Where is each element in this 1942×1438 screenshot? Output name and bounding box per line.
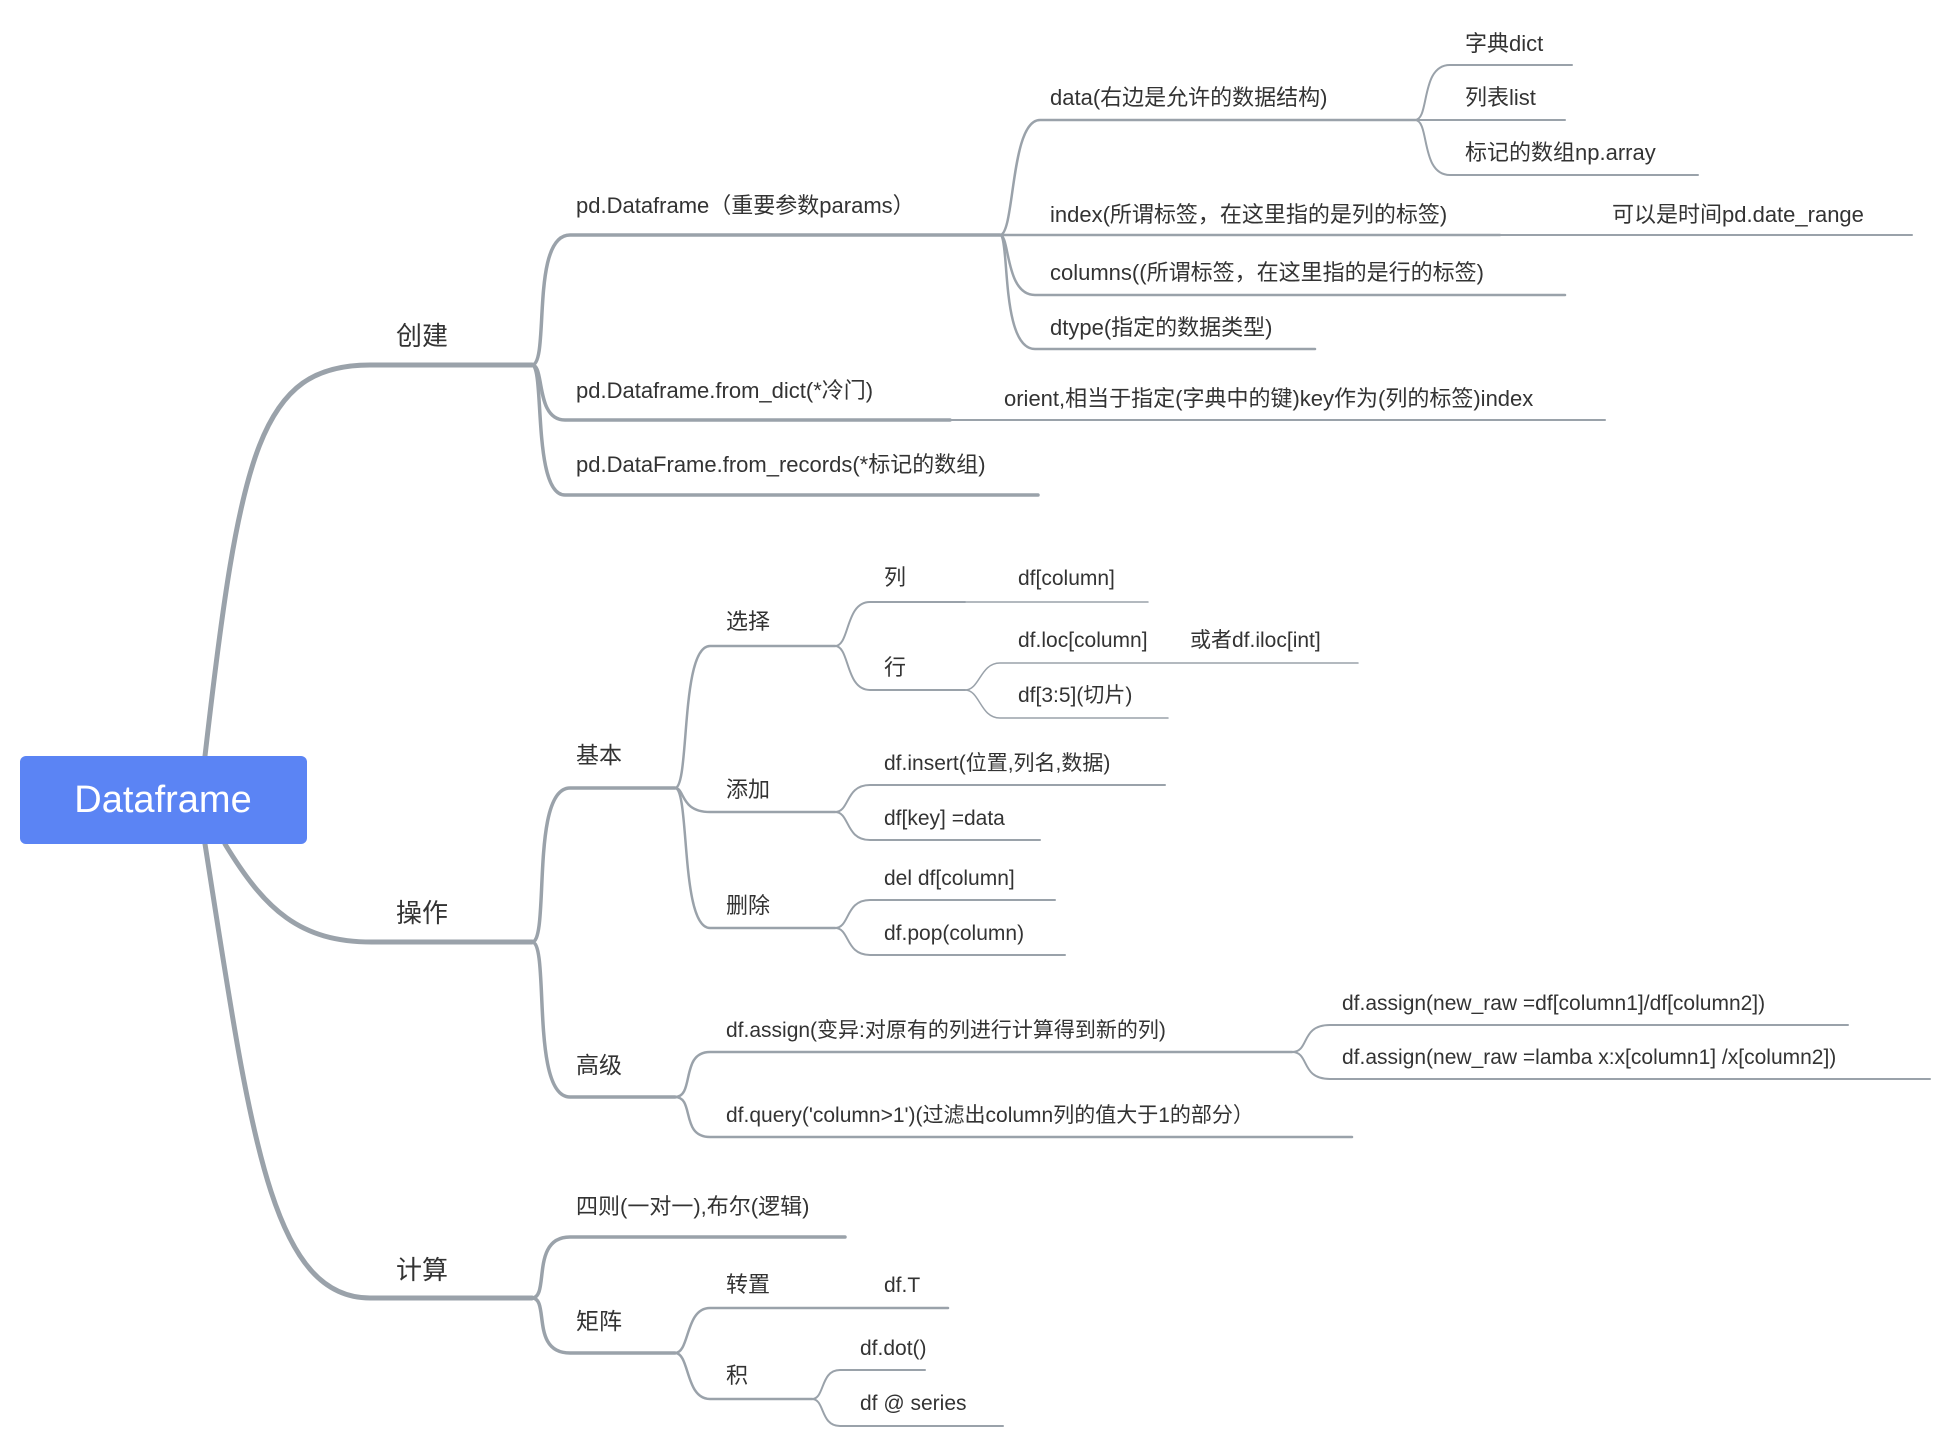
- node-operate[interactable]: 操作: [396, 898, 448, 928]
- node-data[interactable]: data(右边是允许的数据结构): [1050, 85, 1327, 110]
- node-col[interactable]: 列: [884, 565, 906, 590]
- link-create-pddataframe: [530, 233, 1002, 367]
- node-compute[interactable]: 计算: [396, 1255, 448, 1285]
- link-add-insert: [834, 784, 1166, 813]
- node-from-records[interactable]: pd.DataFrame.from_records(*标记的数组): [576, 452, 986, 477]
- link-advanced-query: [673, 1095, 1354, 1139]
- link-product-dot: [811, 1369, 926, 1400]
- node-index[interactable]: index(所谓标签，在这里指的是列的标签): [1050, 202, 1447, 227]
- root-node[interactable]: [20, 756, 307, 844]
- link-matrix-transpose: [673, 1306, 950, 1355]
- node-pop[interactable]: df.pop(column): [884, 922, 1024, 945]
- link-matrix-product: [673, 1351, 814, 1401]
- link-root-create: [202, 362, 535, 759]
- node-loc[interactable]: df.loc[column]: [1018, 629, 1148, 652]
- node-assign-ex1[interactable]: df.assign(new_raw =df[column1]/df[column…: [1342, 992, 1765, 1015]
- node-dot[interactable]: df.dot(): [860, 1337, 927, 1360]
- node-iloc[interactable]: 或者df.iloc[int]: [1190, 629, 1321, 652]
- link-root-compute: [202, 841, 535, 1301]
- link-assign-ex1: [1291, 1024, 1849, 1053]
- link-pd-dtype: [998, 233, 1317, 351]
- node-slice[interactable]: df[3:5](切片): [1018, 684, 1132, 707]
- node-dict[interactable]: 字典dict: [1465, 31, 1543, 56]
- node-arith[interactable]: 四则(一对一),布尔(逻辑): [576, 1194, 809, 1219]
- link-delete-del: [834, 899, 1056, 929]
- node-columns[interactable]: columns((所谓标签，在这里指的是行的标签): [1050, 260, 1484, 285]
- node-basic[interactable]: 基本: [576, 742, 622, 768]
- node-delete[interactable]: 删除: [726, 893, 770, 918]
- link-product-at: [811, 1398, 1004, 1427]
- node-col-item[interactable]: df[column]: [1018, 567, 1115, 590]
- node-index-note[interactable]: 可以是时间pd.date_range: [1612, 202, 1864, 227]
- node-pd-dataframe[interactable]: pd.Dataframe（重要参数params）: [576, 193, 915, 218]
- link-data-array: [1414, 119, 1699, 176]
- link-create-fromrecords: [530, 363, 1040, 497]
- link-select-row: [834, 645, 966, 691]
- link-data-dict: [1414, 64, 1573, 121]
- link-pd-data: [998, 118, 1417, 237]
- node-array[interactable]: 标记的数组np.array: [1465, 140, 1656, 165]
- link-assign-ex2: [1291, 1051, 1931, 1080]
- link-row-loc: [964, 662, 1359, 691]
- node-key[interactable]: df[key] =data: [884, 807, 1005, 830]
- node-row[interactable]: 行: [884, 655, 906, 680]
- link-compute-arith: [530, 1235, 847, 1300]
- link-delete-pop: [834, 927, 1066, 956]
- link-add-key: [834, 811, 1041, 841]
- node-select[interactable]: 选择: [726, 609, 770, 634]
- node-create[interactable]: 创建: [396, 321, 448, 351]
- node-orient[interactable]: orient,相当于指定(字典中的键)key作为(列的标签)index: [1004, 386, 1533, 411]
- node-dtype[interactable]: dtype(指定的数据类型): [1050, 315, 1272, 340]
- node-del[interactable]: del df[column]: [884, 867, 1015, 890]
- link-select-col: [834, 601, 966, 647]
- link-row-slice: [964, 689, 1169, 719]
- node-assign-ex2[interactable]: df.assign(new_raw =lamba x:x[column1] /x…: [1342, 1046, 1836, 1069]
- node-product[interactable]: 积: [726, 1363, 748, 1388]
- node-query[interactable]: df.query('column>1')(过滤出column列的值大于1的部分）: [726, 1104, 1254, 1127]
- node-at[interactable]: df @ series: [860, 1392, 967, 1415]
- node-list[interactable]: 列表list: [1465, 85, 1536, 110]
- node-matrix[interactable]: 矩阵: [576, 1308, 622, 1334]
- link-operate-basic: [530, 786, 677, 944]
- node-transpose[interactable]: 转置: [726, 1272, 770, 1297]
- link-basic-select: [673, 644, 837, 790]
- root-label: Dataframe: [74, 779, 251, 821]
- link-root-operate: [222, 841, 535, 945]
- link-advanced-assign: [673, 1050, 1294, 1099]
- node-add[interactable]: 添加: [726, 777, 770, 802]
- link-basic-delete: [673, 786, 837, 930]
- node-assign[interactable]: df.assign(变异:对原有的列进行计算得到新的列): [726, 1019, 1166, 1042]
- node-insert[interactable]: df.insert(位置,列名,数据): [884, 752, 1110, 775]
- link-compute-matrix: [530, 1296, 677, 1355]
- node-df-t[interactable]: df.T: [884, 1274, 920, 1297]
- node-advanced[interactable]: 高级: [576, 1052, 622, 1078]
- node-from-dict[interactable]: pd.Dataframe.from_dict(*冷门): [576, 378, 873, 403]
- link-operate-advanced: [530, 940, 677, 1099]
